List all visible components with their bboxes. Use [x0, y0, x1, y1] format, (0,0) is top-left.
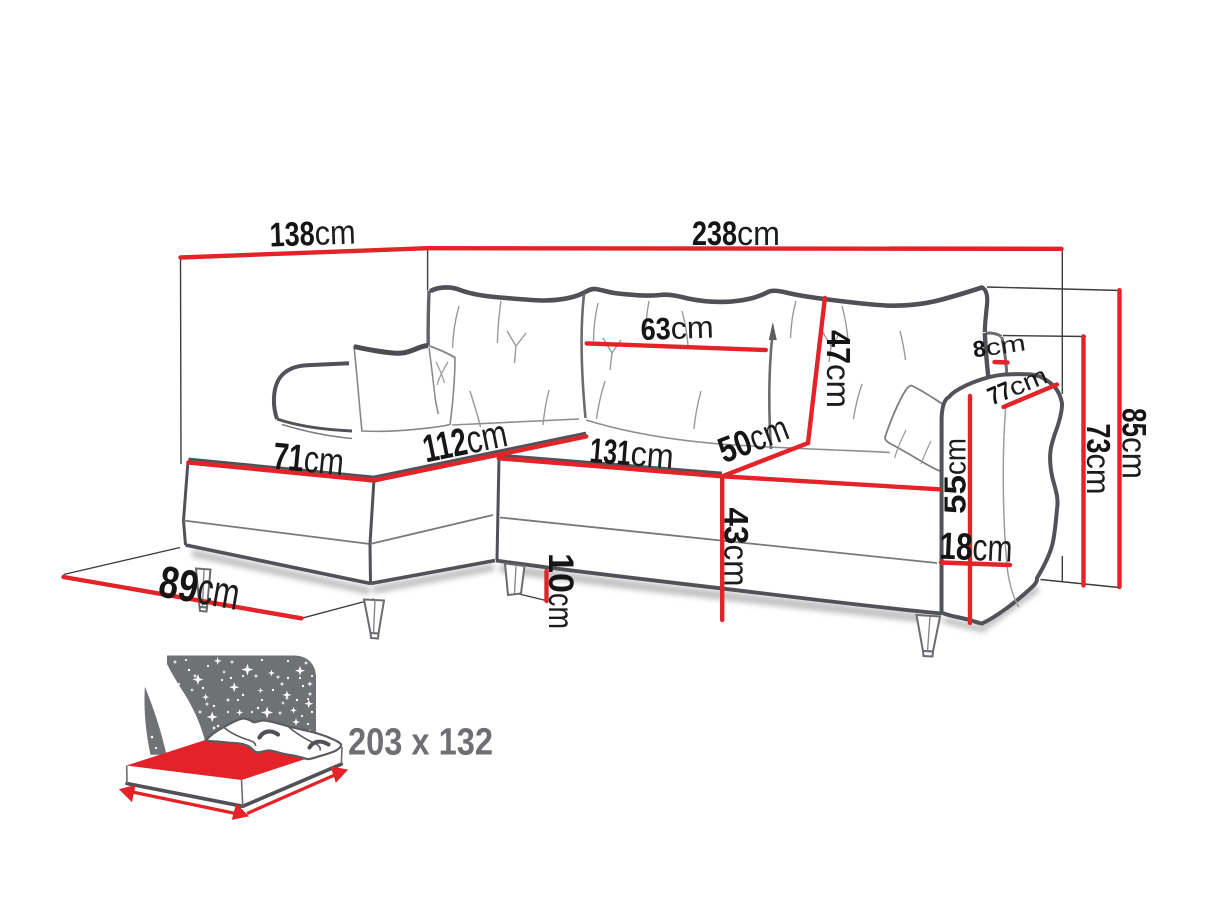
svg-text:85cm: 85cm [1115, 408, 1153, 479]
svg-text:55cm: 55cm [938, 438, 973, 514]
svg-text:238cm: 238cm [692, 215, 780, 253]
svg-text:203 x 132: 203 x 132 [348, 722, 493, 764]
svg-text:43cm: 43cm [717, 508, 755, 587]
svg-text:18cm: 18cm [939, 526, 1014, 571]
svg-text:47cm: 47cm [820, 330, 857, 408]
svg-text:112cm: 112cm [419, 412, 511, 471]
svg-text:89cm: 89cm [155, 556, 244, 620]
svg-text:8cm: 8cm [971, 329, 1027, 362]
svg-text:73cm: 73cm [1080, 424, 1117, 495]
svg-text:138cm: 138cm [269, 214, 356, 255]
svg-text:10cm: 10cm [541, 553, 580, 629]
svg-text:131cm: 131cm [588, 431, 675, 476]
svg-text:71cm: 71cm [271, 436, 346, 485]
svg-text:63cm: 63cm [640, 309, 714, 347]
